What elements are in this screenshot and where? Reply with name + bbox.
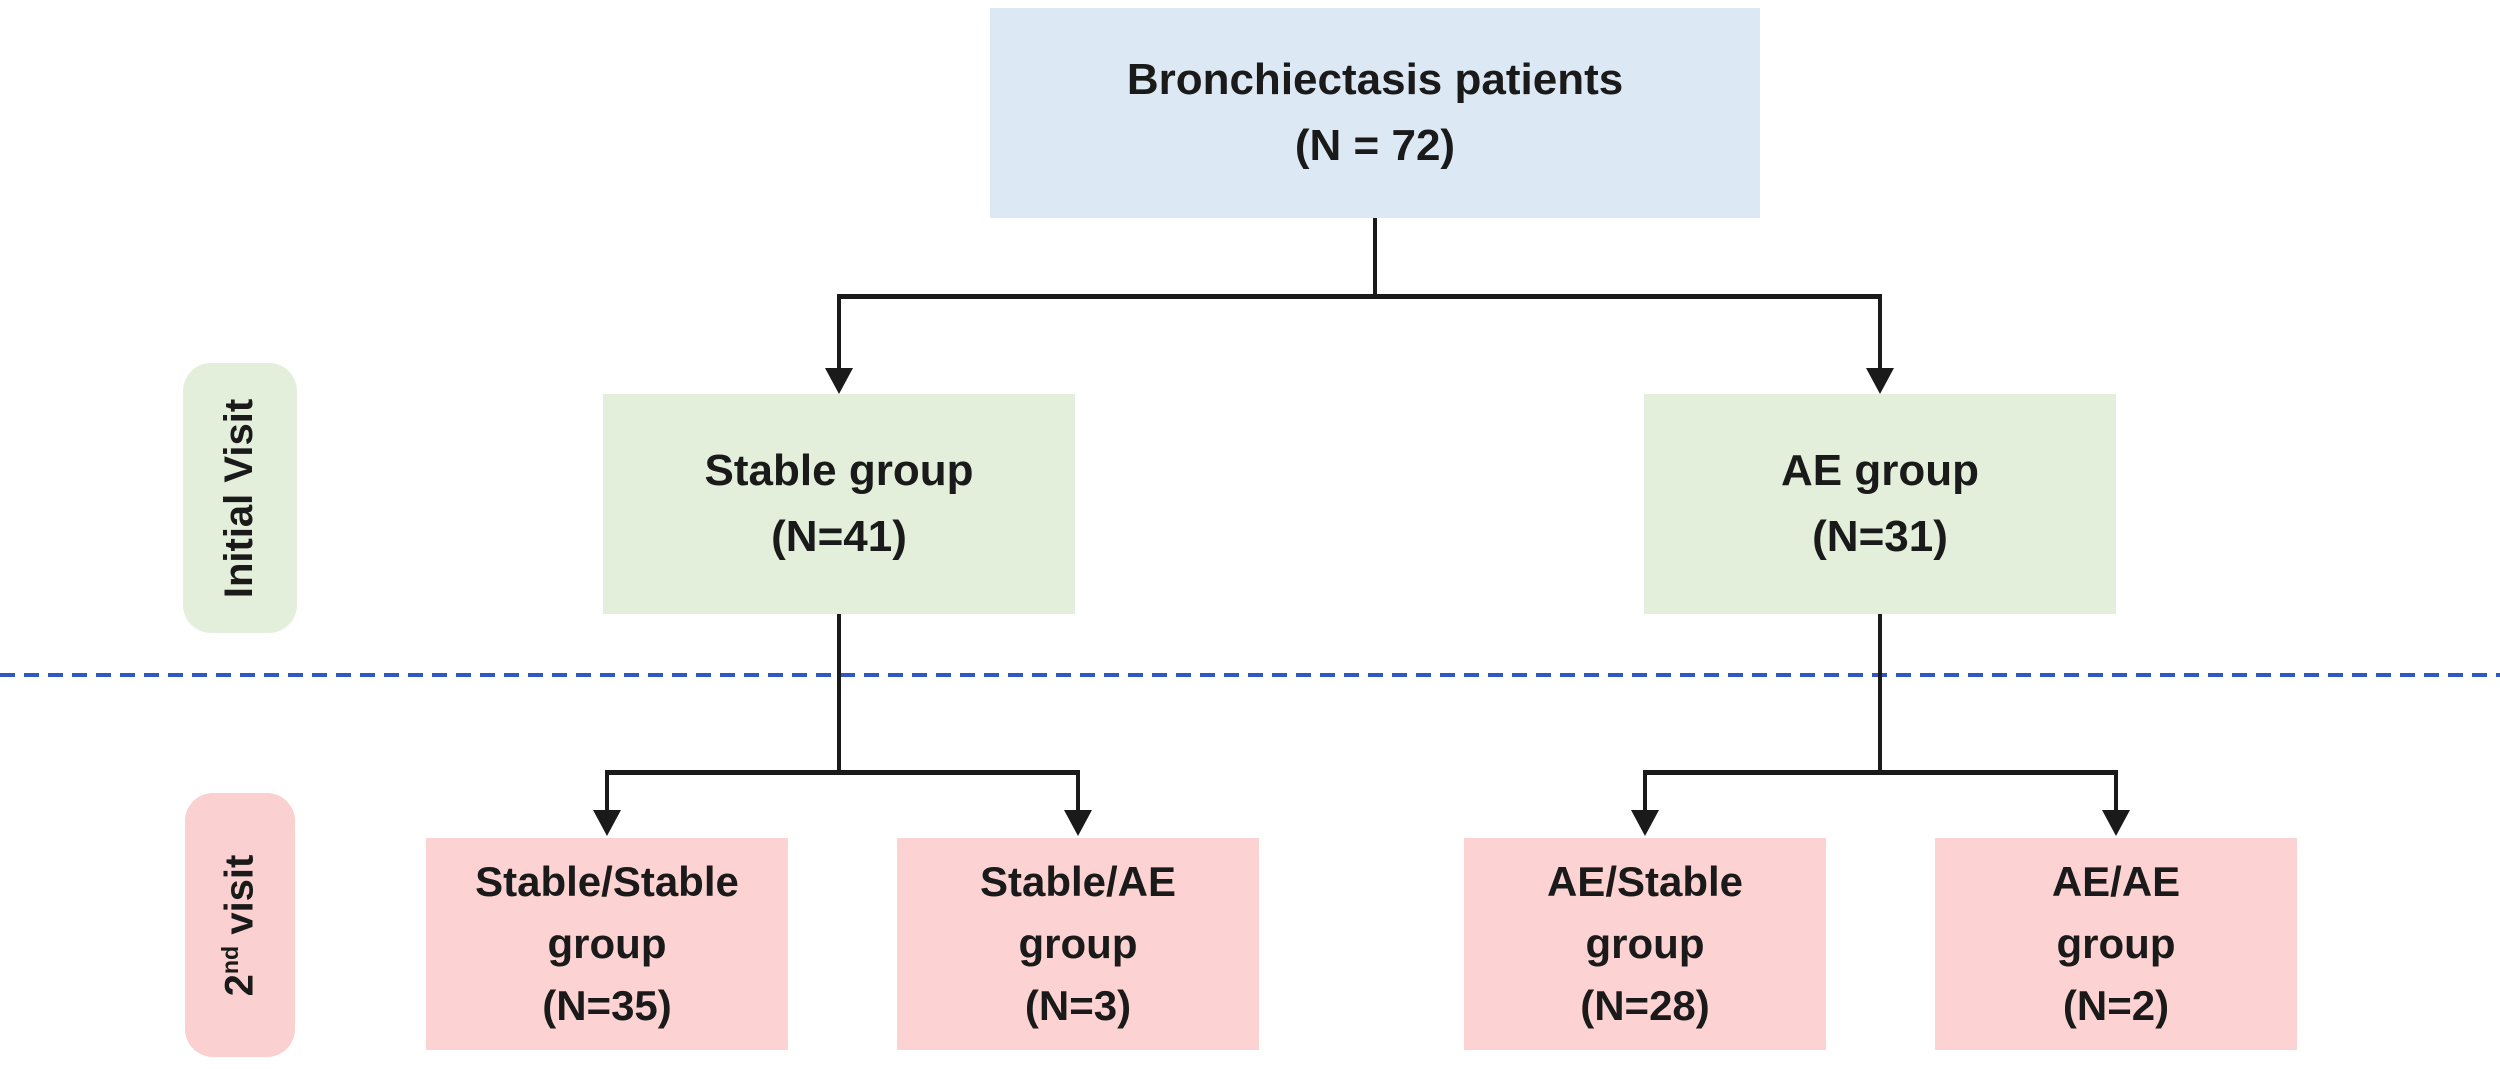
- root-box-title: Bronchiectasis patients: [1126, 55, 1624, 104]
- arrowhead-to-stable-stable-group: [593, 810, 621, 836]
- connector-drop-ae-ae: [2114, 772, 2118, 812]
- row-label-initial-visit: Initial Visit: [183, 363, 297, 633]
- box-ae-ae-group: AE/AE group (N=2): [1935, 838, 2297, 1050]
- box-stable-stable-line1: Stable/Stable: [475, 857, 739, 905]
- box-stable-stable-count: (N=35): [542, 982, 672, 1030]
- box-stable-stable-line2: group: [547, 919, 667, 967]
- connector-drop-ae-stable: [1643, 772, 1647, 812]
- box-ae-ae-line2: group: [2056, 919, 2176, 967]
- row-label-second-visit: 2nd visit: [185, 793, 295, 1057]
- box-stable-ae-group: Stable/AE group (N=3): [897, 838, 1259, 1050]
- box-stable-stable-group: Stable/Stable group (N=35): [426, 838, 788, 1050]
- connector-ae-stem: [1878, 614, 1882, 772]
- box-stable-group-count: (N=41): [771, 512, 907, 561]
- row-label-initial-visit-text: Initial Visit: [217, 398, 262, 598]
- second-visit-word: visit: [217, 854, 262, 946]
- box-ae-ae-count: (N=2): [2062, 982, 2170, 1030]
- box-stable-ae-count: (N=3): [1024, 982, 1132, 1030]
- box-stable-group: Stable group (N=41): [603, 394, 1075, 614]
- connector-stable-horizontal: [605, 770, 1080, 775]
- connector-drop-stable: [837, 296, 841, 370]
- arrowhead-to-ae-ae-group: [2102, 810, 2130, 836]
- box-stable-group-title: Stable group: [704, 446, 974, 495]
- connector-root-stem: [1373, 218, 1377, 296]
- box-ae-stable-line2: group: [1585, 919, 1705, 967]
- box-ae-group: AE group (N=31): [1644, 394, 2116, 614]
- connector-drop-ae: [1878, 296, 1882, 370]
- connector-drop-stable-ae: [1076, 772, 1080, 812]
- arrowhead-to-stable-group: [825, 368, 853, 394]
- connector-drop-stable-stable: [605, 772, 609, 812]
- root-box-count: (N = 72): [1294, 121, 1456, 170]
- row-label-second-visit-text: 2nd visit: [217, 854, 263, 996]
- box-ae-ae-line1: AE/AE: [2051, 857, 2181, 905]
- second-visit-ordinal-suffix: nd: [217, 945, 244, 974]
- box-ae-group-count: (N=31): [1812, 512, 1948, 561]
- connector-level1-horizontal: [837, 294, 1882, 299]
- box-stable-ae-line2: group: [1018, 919, 1138, 967]
- second-visit-number: 2: [217, 973, 262, 996]
- box-ae-stable-count: (N=28): [1580, 982, 1710, 1030]
- box-stable-ae-line1: Stable/AE: [979, 857, 1177, 905]
- connector-ae-horizontal: [1643, 770, 2118, 775]
- root-box-bronchiectasis-patients: Bronchiectasis patients (N = 72): [990, 8, 1760, 218]
- arrowhead-to-stable-ae-group: [1064, 810, 1092, 836]
- box-ae-stable-line1: AE/Stable: [1546, 857, 1744, 905]
- arrowhead-to-ae-group: [1866, 368, 1894, 394]
- visit-divider-dashed-line: [0, 673, 2500, 677]
- box-ae-group-title: AE group: [1781, 446, 1979, 495]
- connector-stable-stem: [837, 614, 841, 772]
- box-ae-stable-group: AE/Stable group (N=28): [1464, 838, 1826, 1050]
- arrowhead-to-ae-stable-group: [1631, 810, 1659, 836]
